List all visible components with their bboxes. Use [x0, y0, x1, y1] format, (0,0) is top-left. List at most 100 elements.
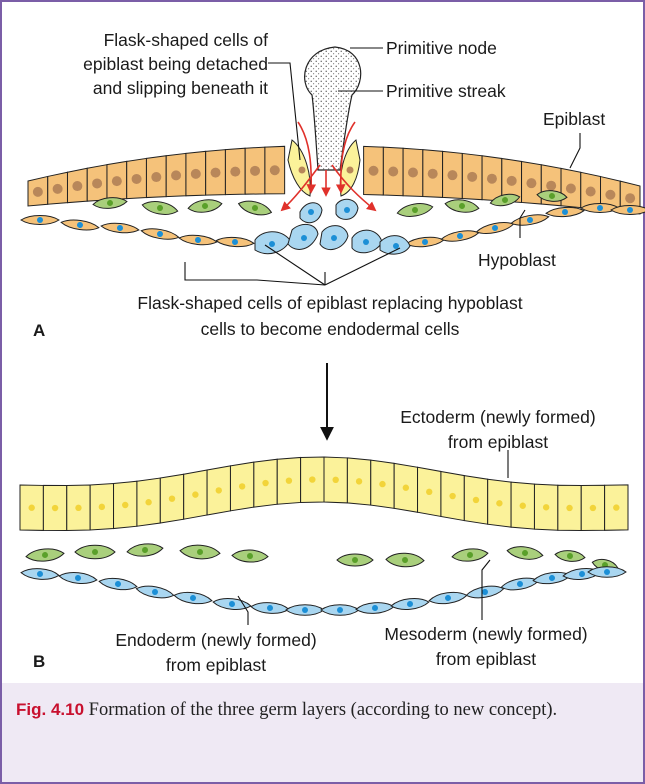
ectoderm-nucleus [216, 487, 222, 493]
mesoderm-cell-a [187, 198, 222, 215]
mesoderm-cell-b [386, 553, 424, 568]
epiblast-nucleus [270, 165, 280, 175]
epiblast-nucleus [546, 181, 556, 191]
label-primitive-node: Primitive node [386, 38, 497, 58]
mesoderm-cell-a [141, 199, 179, 217]
epiblast-nucleus [605, 190, 615, 200]
epiblast-nucleus [250, 166, 260, 176]
epiblast-nucleus [72, 181, 82, 191]
epiblast-nucleus [368, 166, 378, 176]
label-epiblast: Epiblast [543, 109, 605, 129]
epiblast-nucleus [408, 168, 418, 178]
label-hypoblast: Hypoblast [478, 250, 556, 270]
hypoblast-cell [21, 216, 59, 225]
ectoderm-nucleus [613, 504, 619, 510]
endoderm-cell-b [286, 605, 324, 616]
epiblast-nucleus [230, 167, 240, 177]
ectoderm-nucleus [496, 500, 502, 506]
endoderm-flask-nucleus [301, 235, 307, 241]
hypoblast-cell [141, 226, 180, 241]
epiblast-nucleus [566, 183, 576, 193]
endoderm-cell-b [500, 576, 539, 593]
ectoderm-nucleus [590, 505, 596, 511]
mesoderm-cell-a [444, 198, 479, 215]
endoderm-flask-nucleus [331, 235, 337, 241]
epiblast-nucleus [487, 174, 497, 184]
endoderm-cell-b-nucleus [302, 607, 308, 613]
endoderm-layer [21, 567, 626, 616]
ectoderm-nucleus [449, 493, 455, 499]
hypoblast-cell [546, 206, 585, 218]
epiblast-nucleus [171, 170, 181, 180]
endoderm-flask-nucleus [269, 241, 275, 247]
epiblast-nucleus [33, 187, 43, 197]
label-mesoderm-1: Mesoderm (newly formed) [384, 624, 587, 644]
endoderm-cell-b-nucleus [604, 569, 610, 575]
endoderm-cell-b [356, 601, 395, 614]
ectoderm-nucleus [28, 505, 34, 511]
hypoblast-cell [406, 236, 445, 249]
mesoderm-cell-b-nucleus [352, 557, 358, 563]
hypoblast-cell-nucleus [37, 217, 43, 223]
hypoblast-cell [475, 220, 514, 237]
ectoderm-nucleus [286, 477, 292, 483]
endoderm-cell-b [391, 597, 430, 611]
ectoderm-nucleus [75, 505, 81, 511]
caption-fig-number: Fig. 4.10 [16, 700, 84, 719]
label-flask-bottom-1: Flask-shaped cells of epiblast replacing… [137, 293, 522, 313]
mesoderm-cell-b [555, 549, 586, 563]
hypoblast-cell-nucleus [627, 207, 633, 213]
epiblast-nucleus [151, 172, 161, 182]
label-endoderm-1: Endoderm (newly formed) [115, 630, 316, 650]
endoderm-cell-b [321, 605, 359, 616]
ectoderm-nucleus [122, 502, 128, 508]
epiblast-nucleus [191, 169, 201, 179]
hypoblast-cell [216, 236, 255, 248]
figure-caption: Fig. 4.10 Formation of the three germ la… [16, 693, 628, 727]
ectoderm-nucleus [145, 499, 151, 505]
panel-b: Ectoderm (newly formed) from epiblast En… [20, 407, 628, 675]
ectoderm-nucleus [309, 476, 315, 482]
endoderm-cell-b [532, 570, 571, 586]
label-ectoderm-1: Ectoderm (newly formed) [400, 407, 595, 427]
mesoderm-cell-a [237, 198, 273, 218]
epiblast-nucleus [112, 176, 122, 186]
label-flask-top-1: Flask-shaped cells of [104, 30, 269, 50]
hypoblast-cell [101, 222, 140, 235]
endoderm-cells-a [255, 199, 410, 254]
epiblast-nucleus [211, 168, 221, 178]
epiblast-nucleus [447, 170, 457, 180]
mesoderm-cell-b [506, 545, 543, 562]
panel-a: Flask-shaped cells of epiblast being det… [21, 30, 645, 340]
label-primitive-streak: Primitive streak [386, 81, 506, 101]
mesoderm-layer [26, 542, 619, 573]
epiblast-nucleus [53, 184, 63, 194]
endoderm-cell-b [251, 601, 290, 614]
ectoderm-nucleus [520, 503, 526, 509]
epiblast-nucleus [92, 178, 102, 188]
mesoderm-cell-b [26, 547, 65, 562]
mesoderm-cell-b [180, 544, 221, 560]
ectoderm-nucleus [379, 481, 385, 487]
ectoderm-nucleus [566, 505, 572, 511]
endoderm-cell-b [135, 584, 174, 601]
ectoderm-nucleus [169, 495, 175, 501]
ectoderm-nucleus [473, 497, 479, 503]
ectoderm-nucleus [426, 489, 432, 495]
mesoderm-cell-b [451, 547, 488, 563]
ectoderm-nucleus [356, 478, 362, 484]
epiblast-nucleus [388, 167, 398, 177]
epiblast-nucleus [625, 193, 635, 203]
ectoderm-layer [20, 457, 628, 531]
endoderm-flask-nucleus [308, 209, 314, 215]
epiblast-nucleus [132, 174, 142, 184]
endoderm-cell-b [173, 590, 212, 606]
mesoderm-cell-a [396, 201, 434, 219]
label-flask-bottom-2: cells to become endodermal cells [201, 319, 460, 339]
panel-letter-b: B [33, 652, 45, 671]
label-ectoderm-2: from epiblast [448, 432, 548, 452]
hypoblast-cell [179, 234, 218, 247]
ectoderm-nucleus [52, 505, 58, 511]
endoderm-cell-b [59, 571, 98, 585]
panel-letter-a: A [33, 321, 45, 340]
